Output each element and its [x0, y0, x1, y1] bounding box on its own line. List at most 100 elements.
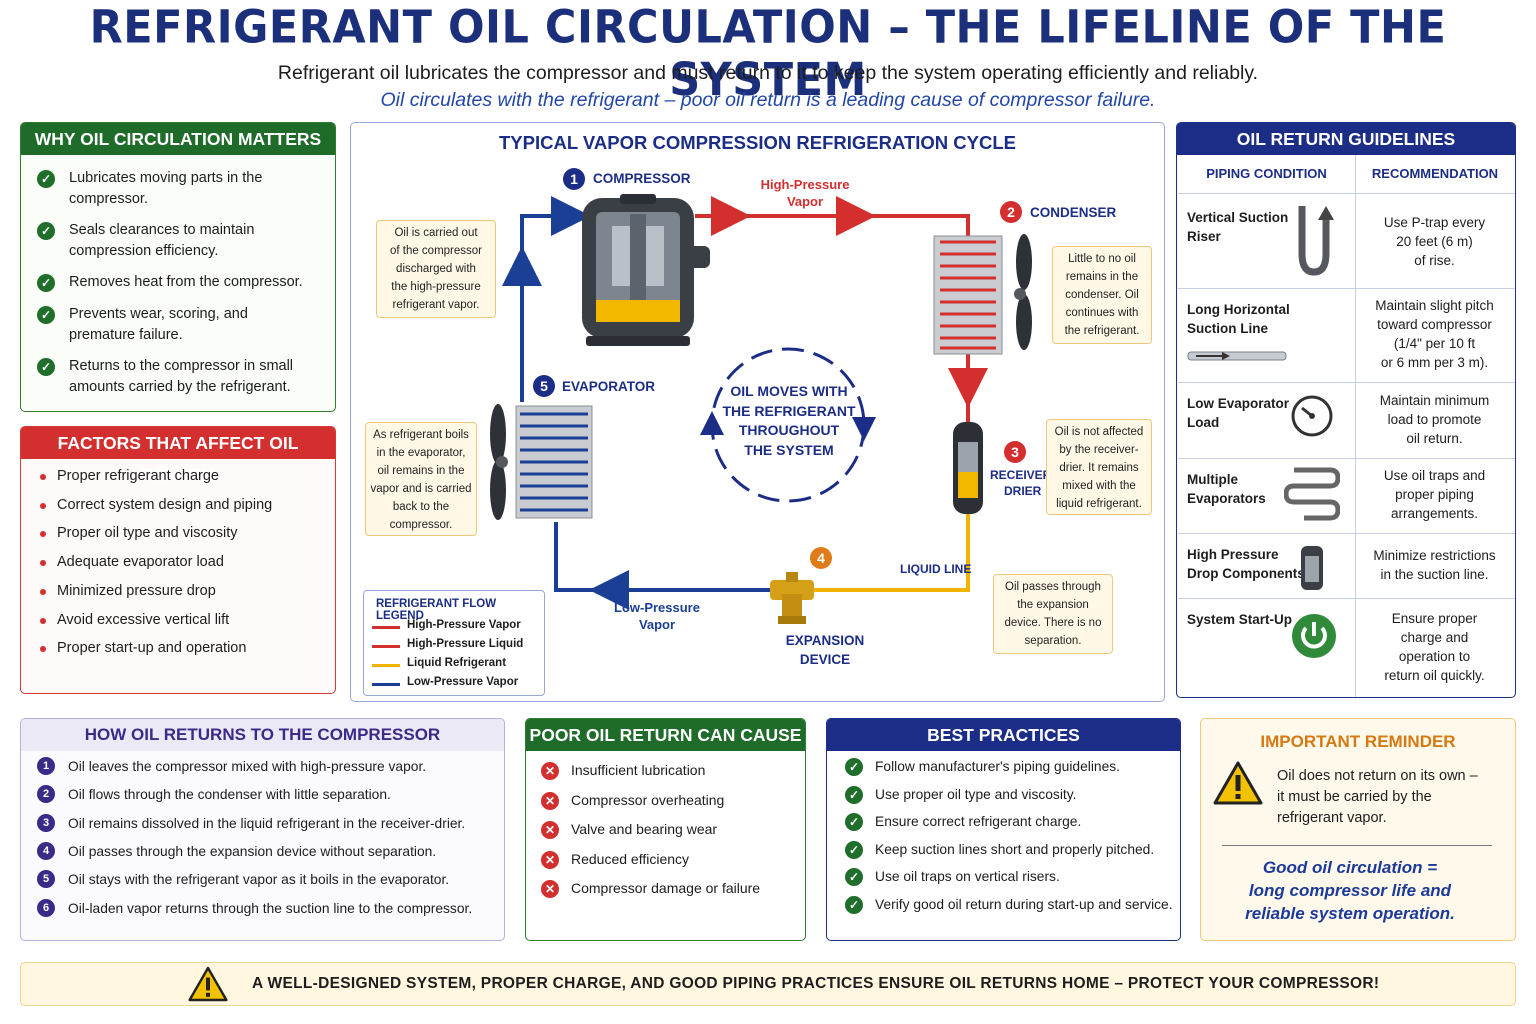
- why-item-line2: premature failure.: [69, 327, 183, 343]
- legend-label: High-Pressure Vapor: [407, 619, 521, 631]
- factor-item: Proper start-up and operation: [57, 640, 247, 657]
- x-icon: ✕: [541, 762, 559, 780]
- factor-item: Proper oil type and viscosity: [57, 525, 238, 542]
- expansion-note: Oil passes through the expansion device.…: [993, 574, 1113, 654]
- guidelines-row-divider: [1178, 382, 1515, 383]
- guidelines-col1-header: PIPING CONDITION: [1206, 166, 1327, 181]
- bullet-icon: [40, 646, 46, 653]
- guideline-recommendation-line: Use oil traps and: [1383, 468, 1486, 484]
- factor-item: Correct system design and piping: [57, 496, 273, 513]
- guideline-recommendation-line: Maintain minimum: [1379, 392, 1490, 408]
- how-step-text: Oil stays with the refrigerant vapor as …: [68, 872, 450, 888]
- step-number-badge: 4: [37, 841, 55, 860]
- bullet-icon: [40, 474, 46, 480]
- compressor-note-line: Oil is carried out: [394, 227, 478, 239]
- evaporator-note-line: compressor.: [389, 519, 453, 531]
- check-icon: ✓: [37, 170, 55, 188]
- factor-item: Adequate evaporator load: [57, 554, 224, 571]
- lp-vapor-label: Low-Pressure Vapor: [602, 599, 712, 633]
- guidelines-col2-header: RECOMMENDATION: [1371, 166, 1499, 181]
- condenser-note-line: Little to no oil: [1068, 253, 1136, 265]
- footer-banner: [20, 962, 1516, 1006]
- guideline-condition-line2: Evaporators: [1187, 491, 1266, 506]
- bullet-icon: [40, 617, 46, 624]
- receiver-note-line: drier. It remains: [1059, 462, 1139, 474]
- receiver-label-line2: DRIER: [1004, 484, 1042, 498]
- guideline-recommendation-line: Minimize restrictions: [1373, 548, 1496, 563]
- evaporator-number-badge: 5: [533, 375, 555, 397]
- check-icon: ✓: [845, 813, 863, 832]
- poor-panel: POOR OIL RETURN CAN CAUSE: [525, 718, 806, 941]
- check-icon: ✓: [845, 840, 863, 859]
- center-circulation-text: OIL MOVES WITH THE REFRIGERANT THROUGHOU…: [718, 382, 860, 460]
- hp-vapor-label-line2: Vapor: [786, 194, 824, 209]
- expansion-label-line2: DEVICE: [799, 652, 851, 667]
- pitched-pipe-icon: [1186, 346, 1290, 371]
- evaporator-note-line: oil remains in the: [377, 465, 465, 477]
- guideline-condition-line2: Suction Line: [1187, 321, 1268, 336]
- factors-panel: FACTORS THAT AFFECT OIL RETURN: [20, 426, 336, 694]
- why-title: WHY OIL CIRCULATION MATTERS: [21, 123, 335, 155]
- expansion-note-line: device. There is no: [1004, 617, 1102, 629]
- center-text-line1: OIL MOVES WITH: [730, 383, 848, 399]
- evaporator-note-line: As refrigerant boils: [373, 429, 469, 441]
- expansion-number-badge: 4: [810, 547, 832, 569]
- reminder-quote-line: reliable system operation.: [1245, 904, 1455, 923]
- reminder-title: IMPORTANT REMINDER: [1260, 732, 1456, 751]
- guideline-recommendation-line: oil return.: [1406, 430, 1463, 446]
- power-icon: [1290, 612, 1338, 665]
- how-step-text: Oil remains dissolved in the liquid refr…: [68, 815, 466, 831]
- how-step-text: Oil leaves the compressor mixed with hig…: [68, 759, 427, 774]
- gauge-icon: [1290, 394, 1334, 443]
- best-item: Ensure correct refrigerant charge.: [875, 814, 1082, 830]
- guidelines-header-divider: [1178, 193, 1515, 194]
- why-item-line1: Seals clearances to maintain: [69, 222, 255, 238]
- receiver-note-line: mixed with the: [1062, 480, 1136, 492]
- poor-item: Compressor damage or failure: [571, 880, 761, 896]
- factors-title: FACTORS THAT AFFECT OIL RETURN: [21, 427, 335, 485]
- hp-vapor-line: [695, 196, 988, 422]
- factor-item: Minimized pressure drop: [57, 582, 216, 599]
- reminder-quote-line: Good oil circulation =: [1262, 858, 1438, 877]
- guideline-condition-line2: Drop Components: [1187, 566, 1305, 581]
- guideline-condition-line1: High Pressure: [1187, 547, 1279, 562]
- check-icon: ✓: [37, 222, 55, 240]
- compressor-number-badge: 1: [563, 168, 585, 190]
- step-number-badge: 5: [37, 870, 55, 889]
- guideline-recommendation-line: or 6 mm per 3 m).: [1380, 355, 1489, 370]
- guideline-recommendation-line: of rise.: [1414, 252, 1455, 268]
- guidelines-title: OIL RETURN GUIDELINES: [1177, 123, 1515, 155]
- best-panel: BEST PRACTICES: [826, 718, 1181, 941]
- check-icon: ✓: [37, 306, 55, 324]
- why-item: Removes heat from the compressor.: [69, 272, 329, 293]
- center-text-line2: THE REFRIGERANT: [722, 402, 856, 419]
- x-icon: ✕: [541, 791, 559, 810]
- bullet-icon: [40, 531, 46, 538]
- lp-vapor-line: [502, 196, 770, 610]
- poor-item: Reduced efficiency: [571, 850, 690, 867]
- compressor-note-line: the high-pressure: [391, 281, 481, 293]
- check-icon: ✓: [845, 758, 863, 776]
- guidelines-col-divider: [1355, 155, 1356, 697]
- reminder-text-line: it must be carried by the: [1277, 789, 1432, 805]
- expansion-note-line: the expansion: [1017, 599, 1089, 611]
- why-item: Lubricates moving parts in the compressor…: [69, 168, 329, 210]
- step-number-badge: 1: [37, 757, 55, 775]
- reminder-panel: [1200, 718, 1516, 941]
- how-panel: HOW OIL RETURNS TO THE COMPRESSOR: [20, 718, 505, 941]
- guideline-recommendation-line: 20 feet (6 m): [1396, 233, 1473, 249]
- page-subtitle: Refrigerant oil lubricates the compresso…: [277, 62, 1259, 84]
- compressor-label: COMPRESSOR: [593, 171, 691, 186]
- why-item-line1: Lubricates moving parts in the: [69, 170, 263, 186]
- guideline-condition: System Start-Up: [1187, 610, 1292, 629]
- guideline-condition-line1: Long Horizontal: [1187, 302, 1290, 317]
- receiver-note-line: Oil is not affected: [1054, 426, 1144, 438]
- poor-item: Compressor overheating: [571, 791, 725, 808]
- cycle-diagram: [490, 194, 1032, 624]
- why-item-line2: compressor.: [69, 191, 148, 207]
